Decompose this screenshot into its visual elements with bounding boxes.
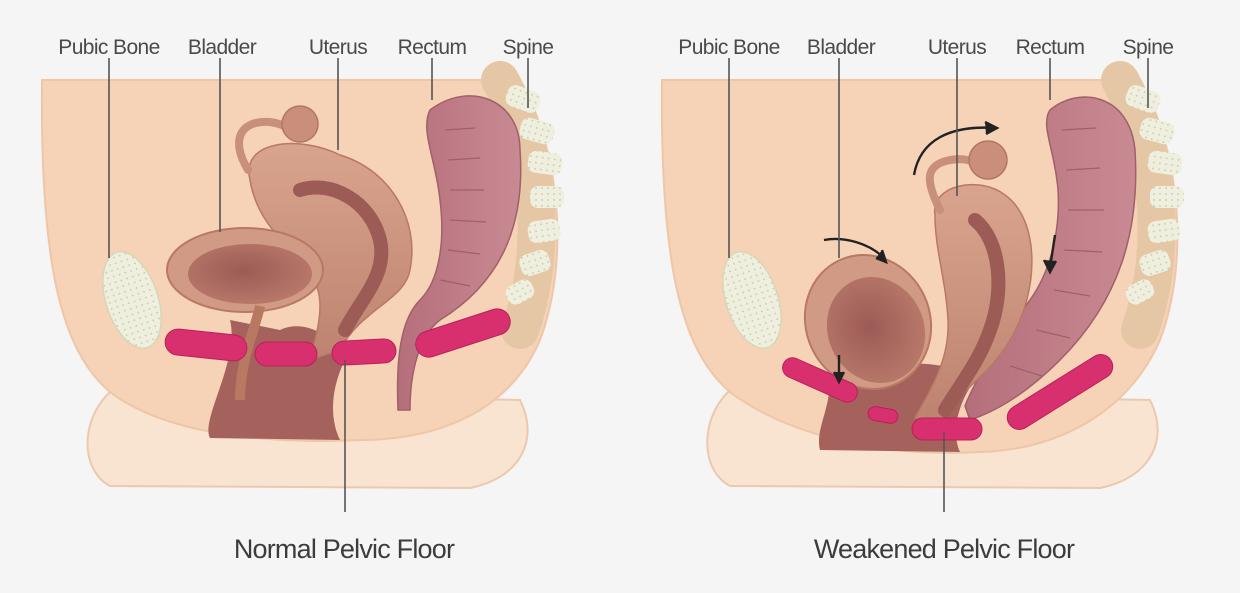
spine <box>481 61 564 349</box>
panel-normal <box>40 61 564 490</box>
pelvic-floor-muscles-normal <box>164 308 511 367</box>
label-pubic-bone: Pubic Bone <box>58 36 159 59</box>
arrow-uterus-icon <box>912 126 996 176</box>
label-uterus: Uterus <box>309 36 367 59</box>
caption-weakened: Weakened Pelvic Floor <box>814 534 1075 564</box>
panel-weakened <box>660 61 1184 490</box>
label-rectum: Rectum <box>1016 36 1085 59</box>
label-spine: Spine <box>503 36 554 59</box>
label-spine: Spine <box>1123 36 1174 59</box>
displacement-arrows <box>823 120 1058 385</box>
pubic-bone <box>102 251 162 349</box>
ovary <box>281 105 319 143</box>
labels-weakened: Pubic Bone Bladder Uterus Rectum Spine W… <box>678 36 1174 564</box>
label-uterus: Uterus <box>928 36 986 59</box>
label-rectum: Rectum <box>398 36 467 59</box>
leader-lines <box>108 58 1149 512</box>
label-pubic-bone: Pubic Bone <box>678 36 779 59</box>
pubic-bone <box>722 251 782 349</box>
label-bladder: Bladder <box>188 36 257 59</box>
pelvic-floor-muscles-weakened <box>782 354 1114 441</box>
labels-normal: Pubic Bone Bladder Uterus Rectum Spine N… <box>58 36 554 564</box>
uterus-shape <box>913 183 1033 421</box>
spine <box>1101 61 1184 349</box>
label-bladder: Bladder <box>807 36 876 59</box>
ovary <box>968 140 1008 180</box>
caption-normal: Normal Pelvic Floor <box>234 534 455 564</box>
